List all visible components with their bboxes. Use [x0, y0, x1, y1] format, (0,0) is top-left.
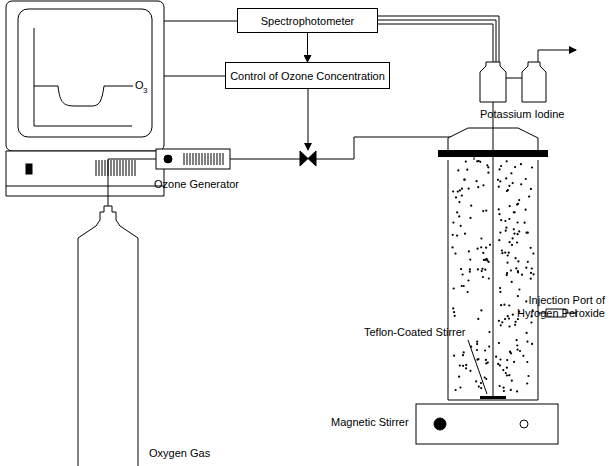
part-label: Oxygen Gas	[149, 447, 210, 460]
part-label: Injection Port of Hyrogen Peroxide	[513, 294, 605, 319]
part-label: Magnetic Stirrer	[331, 416, 409, 429]
controller-box: Control of Ozone Concentration	[225, 62, 390, 89]
signal-label: O	[135, 79, 144, 92]
signal-arrow	[307, 33, 308, 62]
signal-subscript: 3	[143, 86, 147, 95]
part-label: Ozone Generator	[154, 178, 239, 191]
instrument-box: Spectrophotometer	[237, 8, 378, 33]
part-label: Potassium Iodine	[480, 108, 564, 121]
box-label: Spectrophotometer	[261, 15, 355, 27]
part-label: Teflon-Coated Stirrer	[364, 326, 466, 339]
box-label: Control of Ozone Concentration	[230, 70, 385, 82]
